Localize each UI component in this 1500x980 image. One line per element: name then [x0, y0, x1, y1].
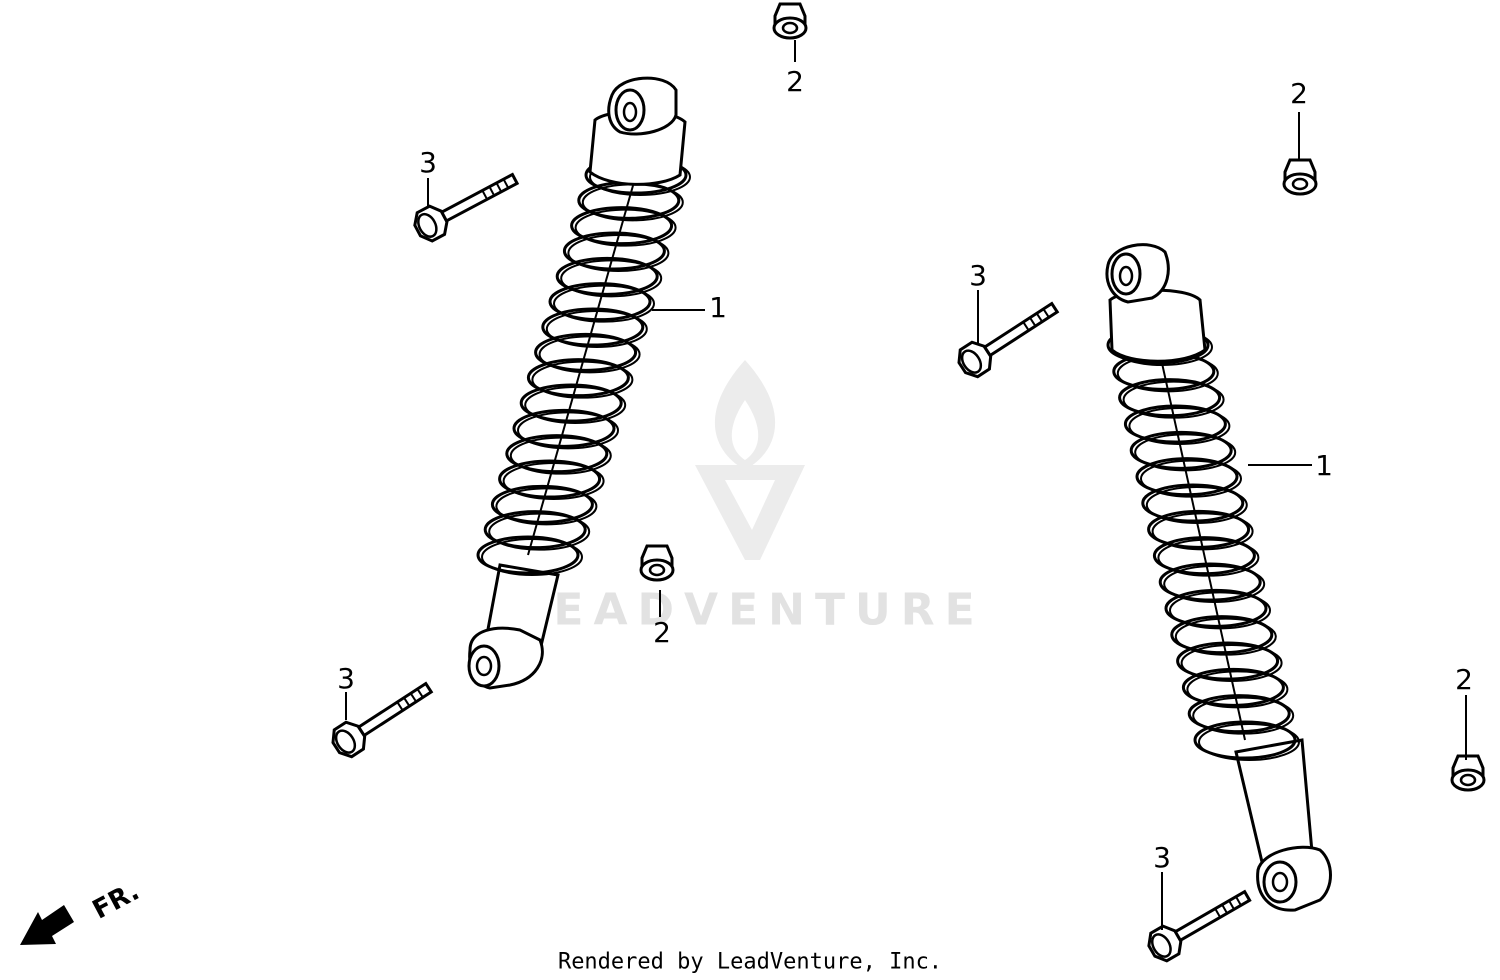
spring-coil	[1128, 407, 1231, 445]
spring-coil	[1151, 512, 1254, 551]
spring-coil	[541, 307, 645, 347]
spring-coil	[1187, 694, 1291, 734]
spring-coil	[1174, 617, 1277, 656]
spring-coil	[574, 208, 677, 247]
spring-coil	[1145, 486, 1248, 524]
callout-shock-left: 1	[709, 291, 727, 324]
leader-lines	[345, 40, 1467, 930]
callout-nut-middle: 2	[653, 616, 671, 649]
spring-coil	[1158, 562, 1262, 602]
spring-coil	[1163, 565, 1266, 603]
shock-absorber-right	[1105, 243, 1332, 912]
spring-coil	[1118, 378, 1222, 418]
spring-coil	[1141, 483, 1245, 523]
spring-coil	[545, 310, 648, 348]
spring-coil	[553, 284, 655, 323]
bolt-bottom-right	[1142, 880, 1257, 967]
spring-coil	[524, 386, 627, 424]
nut-far-right	[1450, 754, 1486, 792]
spring-coil	[1192, 696, 1295, 735]
spring-coil	[1123, 404, 1227, 444]
nut-top-center	[772, 2, 808, 40]
spring-coil	[555, 256, 659, 296]
spring-coil	[1181, 667, 1285, 707]
callout-bolt-middle-right: 3	[969, 259, 987, 292]
spring-coil	[1140, 459, 1242, 498]
spring-coil	[548, 282, 652, 322]
spring-coil	[531, 360, 634, 399]
spring-coil	[1169, 591, 1271, 630]
callout-nut-far-right: 2	[1455, 663, 1473, 696]
spring-coil	[526, 358, 630, 398]
spring-coil	[1186, 670, 1289, 709]
callout-nut-top-center: 2	[786, 65, 804, 98]
shock-absorber-left	[467, 76, 691, 690]
spring-coil	[483, 510, 587, 550]
spring-coil	[538, 335, 641, 374]
spring-coil	[1147, 509, 1251, 549]
spring-coil	[1170, 615, 1274, 655]
spring-coil	[1176, 641, 1280, 681]
spring-coil	[560, 259, 663, 298]
spring-coil	[519, 383, 623, 423]
spring-coil	[1198, 723, 1300, 761]
callout-bolt-bottom-right: 3	[1153, 841, 1171, 874]
bolt-middle-right	[952, 292, 1065, 383]
nut-middle	[639, 544, 675, 582]
callout-nut-top-right: 2	[1290, 77, 1308, 110]
spring-coil	[490, 484, 594, 524]
spring-coil	[1157, 538, 1260, 577]
spring-coil	[1164, 588, 1268, 628]
callout-bolt-lower-left: 3	[337, 662, 355, 695]
spring-coil	[570, 206, 674, 246]
spring-coil	[502, 462, 605, 500]
footer-credit: Rendered by LeadVenture, Inc.	[557, 949, 943, 975]
spring-coil	[481, 538, 583, 576]
spring-coil	[509, 436, 612, 475]
spring-coil	[512, 408, 616, 448]
spring-coil	[567, 234, 670, 272]
spring-coil	[1134, 433, 1237, 472]
front-direction-arrow	[20, 905, 74, 945]
spring-coil	[505, 434, 609, 474]
spring-coil	[1135, 457, 1239, 497]
spring-coil	[495, 487, 598, 526]
spring-coil	[476, 535, 580, 575]
callout-bolt-upper-left: 3	[419, 146, 437, 179]
callout-shock-right: 1	[1315, 449, 1333, 482]
watermark-text: LEADVENTURE	[515, 584, 985, 636]
nut-top-right	[1282, 158, 1318, 196]
spring-coil	[1122, 380, 1225, 419]
spring-coil	[534, 332, 638, 372]
spring-coil	[1180, 644, 1283, 682]
spring-coil	[498, 459, 602, 499]
spring-coil	[488, 512, 591, 551]
spring-coil	[562, 231, 666, 271]
spring-coil	[1152, 536, 1256, 576]
spring-coil	[1193, 720, 1297, 760]
spring-coil	[1129, 430, 1233, 470]
spring-coil	[517, 411, 619, 450]
